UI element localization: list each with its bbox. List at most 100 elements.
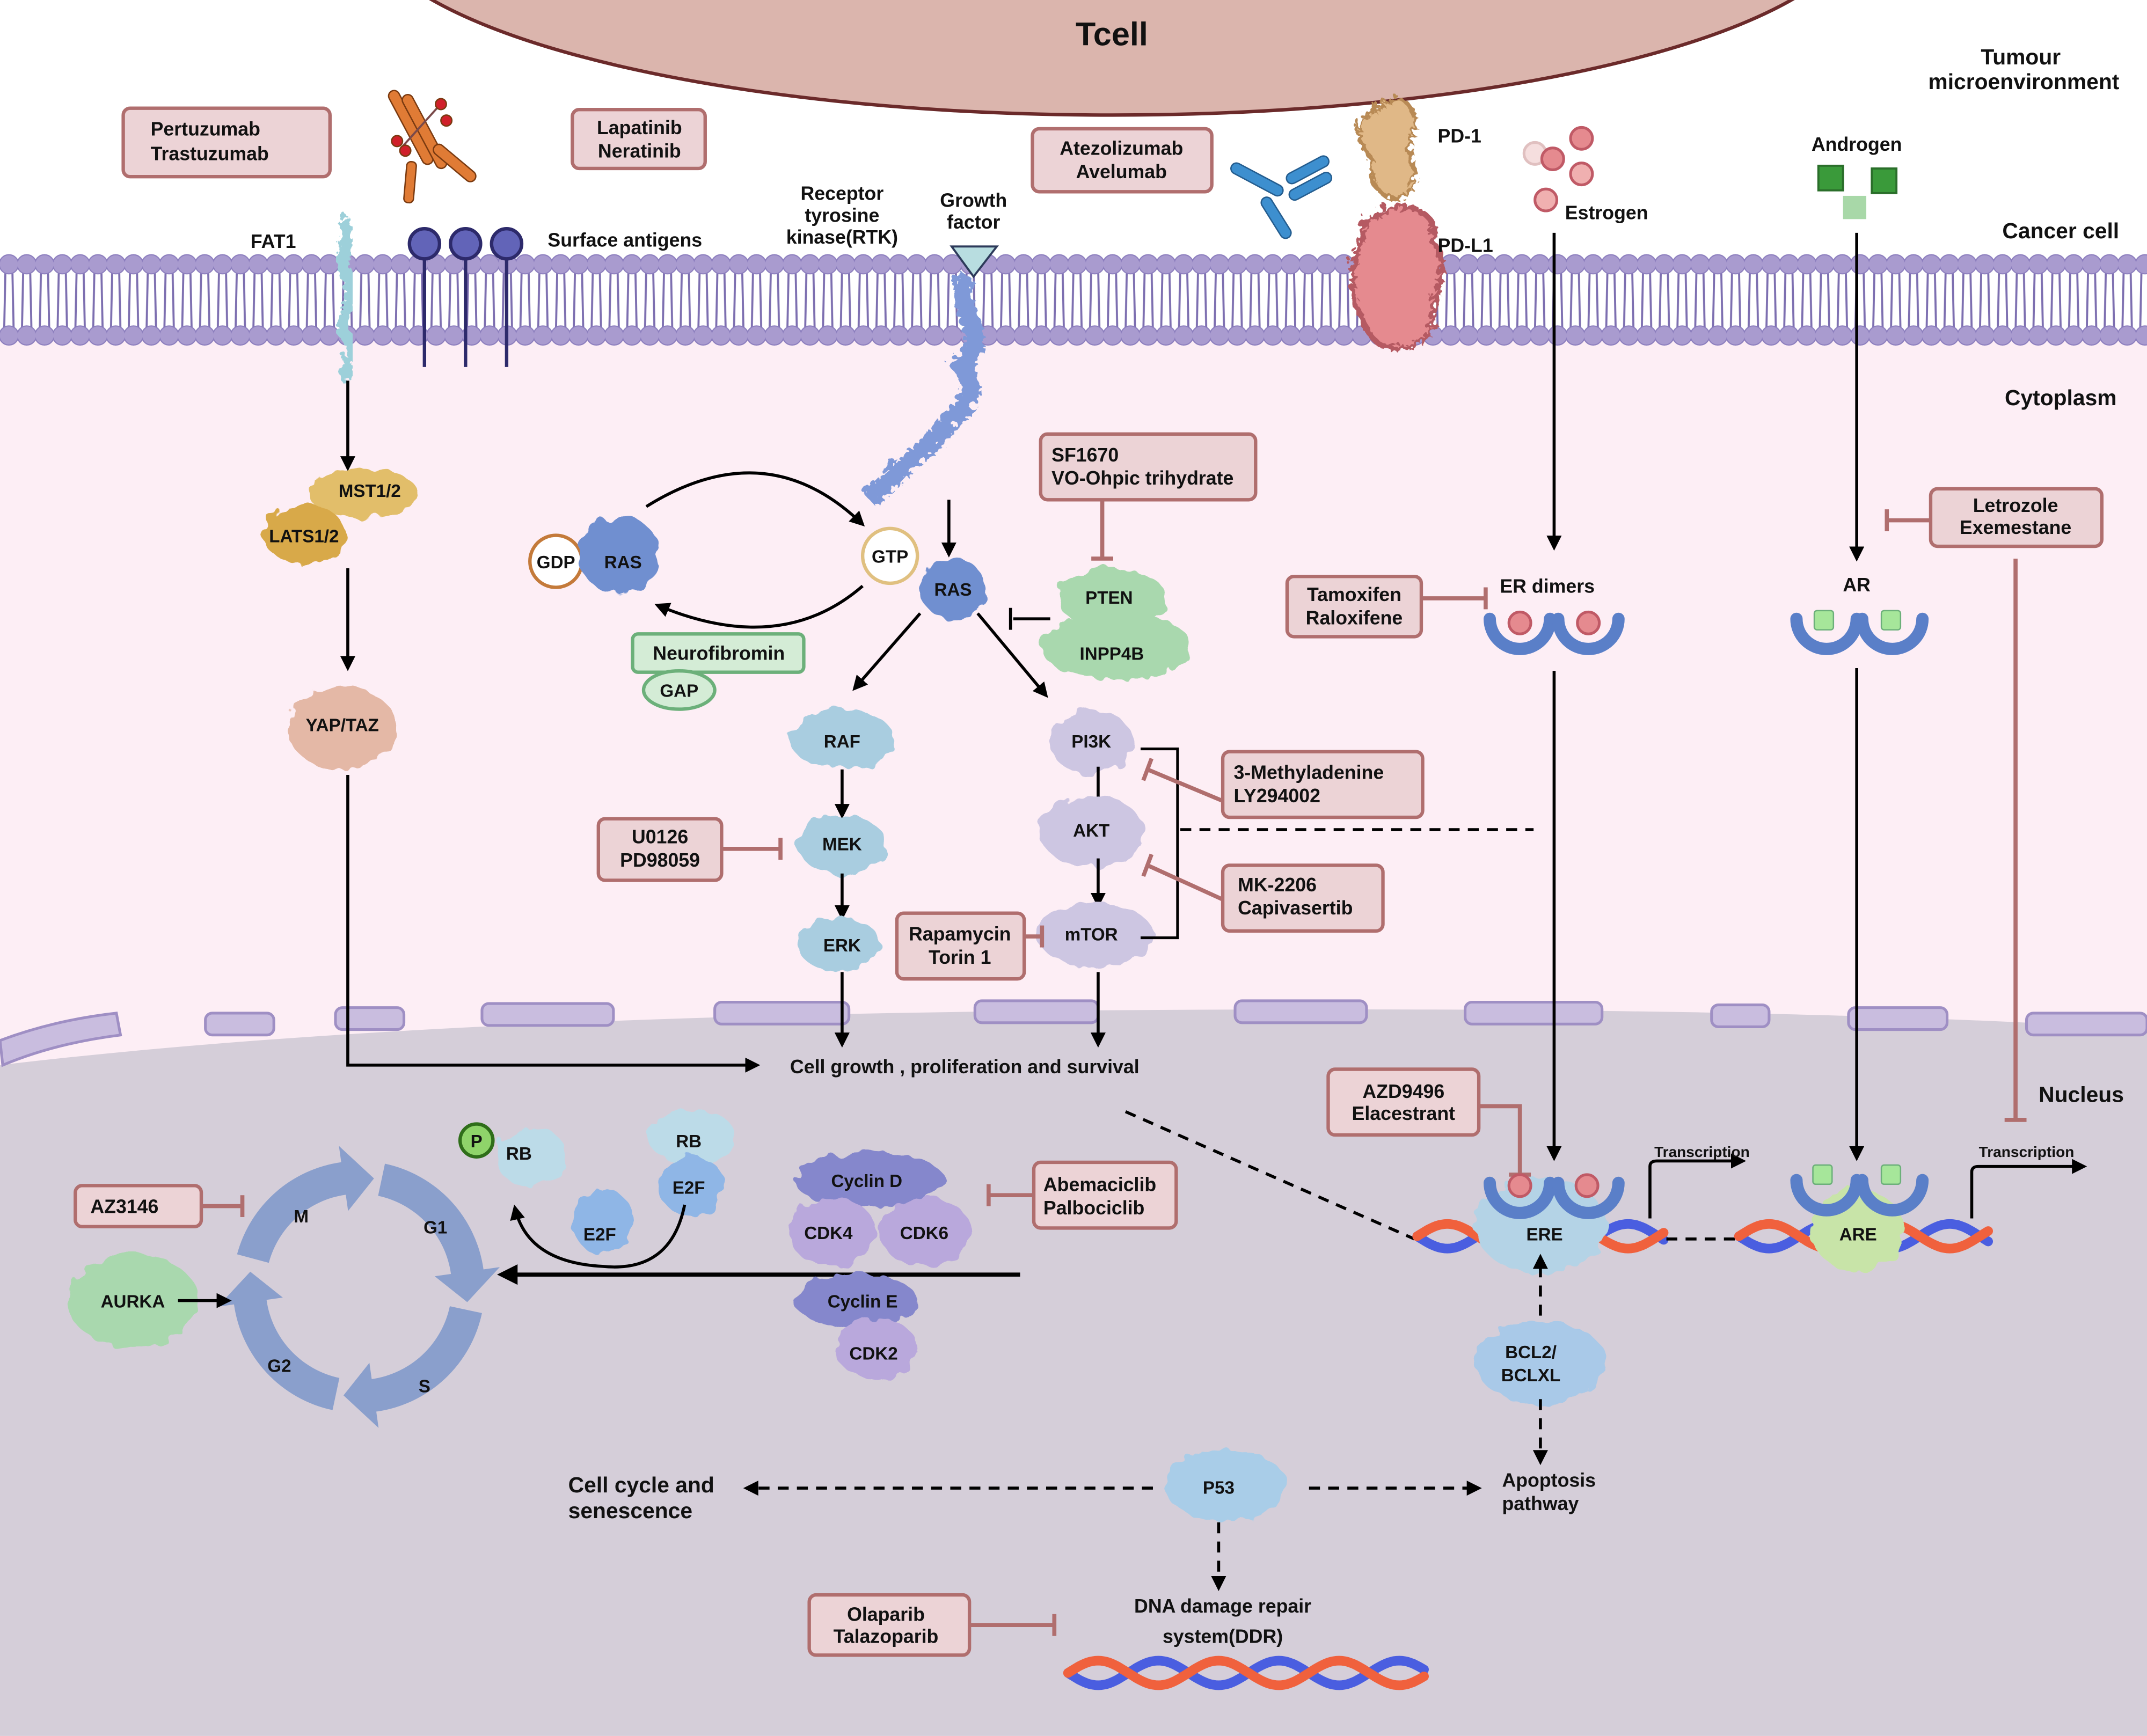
inpp4b-label: INPP4B: [1080, 644, 1144, 664]
aurka-protein: [67, 1254, 199, 1347]
bcl2-bclxl-label: BCL2/BCLXL: [1501, 1343, 1561, 1386]
pdl1-protein: [1347, 202, 1442, 348]
svg-text:Neurofibromin: Neurofibromin: [653, 643, 785, 664]
neurofibromin-box: Neurofibromin: [631, 632, 806, 674]
inhibit-pi3k: [1141, 758, 1224, 803]
arrow-gdp-to-gtp: [645, 471, 865, 527]
inhibit-ddr: [969, 1614, 1057, 1636]
yap-taz-protein: [287, 687, 397, 770]
arrow-rb-release-e2f: [510, 1204, 687, 1269]
arrow-transcription-ar: [1970, 1159, 2087, 1219]
ras-label: RAS: [934, 580, 972, 600]
cyclin-e-cdk2-complex: [794, 1273, 918, 1379]
dashed-link-growth-ere: [1124, 1110, 1415, 1241]
dna-strand-red: [1063, 1656, 1429, 1690]
gdp-label: GDP: [537, 553, 575, 573]
e2f-free-label: E2F: [583, 1225, 616, 1244]
cyclin-d-cdk4-cdk6-complex: [788, 1153, 973, 1266]
er-dimer-icon: [1484, 610, 1625, 655]
dna-ddr: [1063, 1656, 1429, 1690]
estrogen-molecules-icon: [1522, 126, 1594, 213]
pi3k-protein: [1050, 709, 1133, 775]
pi3k-pathway-bracket: [1141, 748, 1179, 940]
akt-protein: [1039, 795, 1144, 867]
cdk2-label: CDK2: [849, 1344, 897, 1364]
phase-g2-label: G2: [267, 1356, 291, 1376]
are-label: ARE: [1839, 1225, 1877, 1244]
pdl1-antibody-icon: [1230, 155, 1333, 239]
inhibit-pten-ras: [1009, 607, 1050, 630]
pd1-label: PD-1: [1438, 125, 1481, 147]
nucleus-bg: [0, 1009, 2147, 1736]
tumour-microenvironment-label: Tumour microenvironment: [1928, 45, 2119, 94]
inhibit-pten: [1091, 500, 1113, 561]
androgen-molecules-icon: [1817, 164, 1898, 219]
cytoplasm-label: Cytoplasm: [2005, 385, 2117, 410]
cyclin-e-label: Cyclin E: [828, 1292, 898, 1312]
er-dimers-label: ER dimers: [1500, 576, 1595, 597]
inhibit-androgen: [1885, 509, 1931, 531]
ar-label: AR: [1843, 574, 1871, 596]
cell-cycle-arrow-g1: [378, 1163, 500, 1302]
phosphate-label: P: [471, 1132, 483, 1152]
ras-gdp-label: RAS: [604, 553, 642, 573]
inhibit-akt: [1141, 853, 1224, 902]
arrow-yap-growth: [346, 775, 761, 1073]
aurka-label: AURKA: [101, 1292, 165, 1312]
erk-label: ERK: [823, 936, 861, 956]
cell-membrane: [0, 253, 2147, 347]
inhibit-mitosis: [201, 1195, 245, 1218]
mtor-label: mTOR: [1065, 925, 1118, 945]
cell-cycle-arrow-g2: [217, 1271, 340, 1410]
nucleus-label: Nucleus: [2039, 1082, 2124, 1107]
inhibit-cdk46: [987, 1184, 1034, 1206]
rtk-protein: [858, 268, 981, 503]
bcl2-bclxl-protein: [1474, 1321, 1606, 1403]
inhibit-are: [2004, 558, 2027, 1122]
fat1-protein: [333, 212, 356, 380]
estrogen-label: Estrogen: [1565, 202, 1648, 223]
inhibit-mtor: [1024, 925, 1045, 948]
rb-e2f-complex: [647, 1109, 735, 1216]
pten-label: PTEN: [1085, 588, 1133, 608]
arrow-ras-raf: [852, 612, 922, 691]
surface-antigens-icon: [407, 226, 524, 367]
drug-box-az3146[interactable]: AZ3146: [74, 1184, 203, 1229]
ras-protein: [920, 558, 986, 619]
gtp-icon: [860, 526, 919, 585]
mst-label: MST1/2: [339, 481, 401, 501]
inhibit-er: [1421, 587, 1488, 610]
cdk6-label: CDK6: [900, 1224, 948, 1243]
androgen-label: Androgen: [1812, 134, 1902, 155]
cancer-cell-label: Cancer cell: [2002, 218, 2119, 243]
mek-label: MEK: [822, 834, 862, 854]
